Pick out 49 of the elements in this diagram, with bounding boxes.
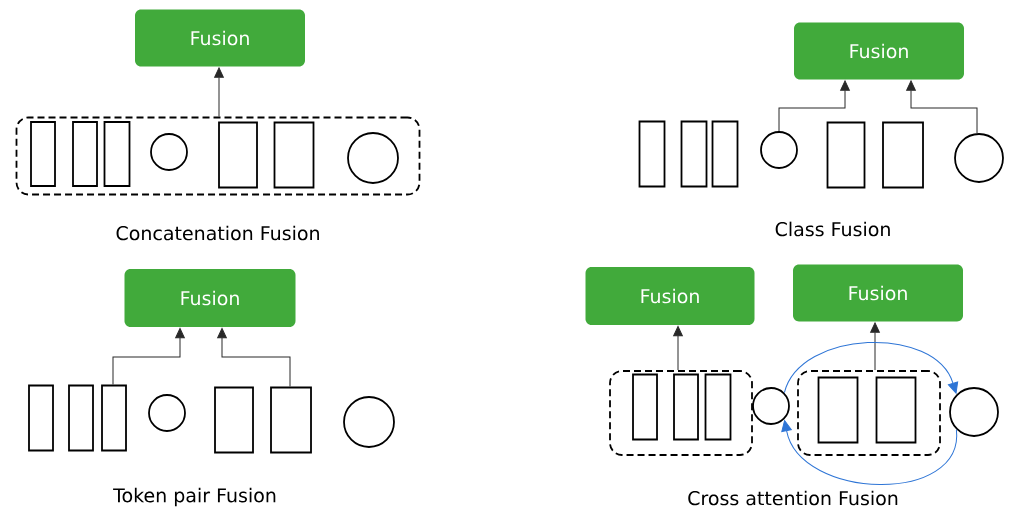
token-circle — [150, 133, 188, 171]
arrow — [870, 322, 880, 371]
panel-caption: Concatenation Fusion — [116, 225, 319, 241]
token-box — [218, 121, 258, 189]
token-circle — [760, 131, 798, 169]
token-box — [711, 120, 739, 188]
token-box — [270, 386, 312, 454]
token-box — [817, 376, 859, 444]
dashed-group-box — [15, 116, 421, 196]
token-box — [103, 121, 131, 187]
arrow — [214, 67, 224, 118]
token-box — [704, 373, 732, 441]
dashed-group-box — [609, 370, 753, 456]
token-circle — [949, 387, 999, 437]
arrow — [906, 80, 978, 134]
arrow — [778, 80, 850, 132]
token-box — [68, 384, 94, 452]
fusion-box: Fusion — [794, 22, 964, 80]
attention-arrow — [781, 420, 957, 485]
dashed-group-box — [797, 370, 941, 456]
attention-arrow — [783, 342, 959, 394]
token-circle — [347, 132, 399, 184]
fusion-box: Fusion — [585, 267, 755, 325]
token-box — [826, 121, 866, 189]
token-box — [632, 373, 658, 441]
token-box — [72, 121, 98, 187]
token-box — [214, 386, 254, 454]
token-box — [875, 376, 917, 444]
panel-caption: Token pair Fusion — [113, 487, 276, 507]
token-box — [638, 120, 666, 188]
fusion-box: Fusion — [135, 9, 305, 67]
token-circle — [752, 387, 790, 425]
arrow — [112, 327, 185, 386]
fusion-box: Fusion — [793, 264, 963, 322]
token-box — [101, 384, 127, 452]
token-circle — [343, 396, 395, 448]
token-circle — [954, 133, 1004, 183]
panel-caption: Cross attention Fusion — [688, 490, 898, 506]
token-box — [673, 373, 699, 441]
token-box — [882, 121, 924, 189]
arrow — [673, 325, 683, 371]
token-box — [30, 121, 56, 187]
token-circle — [148, 394, 186, 432]
token-box — [273, 121, 315, 189]
arrow — [217, 327, 291, 388]
panel-caption: Class Fusion — [775, 221, 890, 237]
token-box — [680, 120, 708, 188]
fusion-box: Fusion — [124, 269, 296, 327]
token-box — [28, 384, 54, 452]
